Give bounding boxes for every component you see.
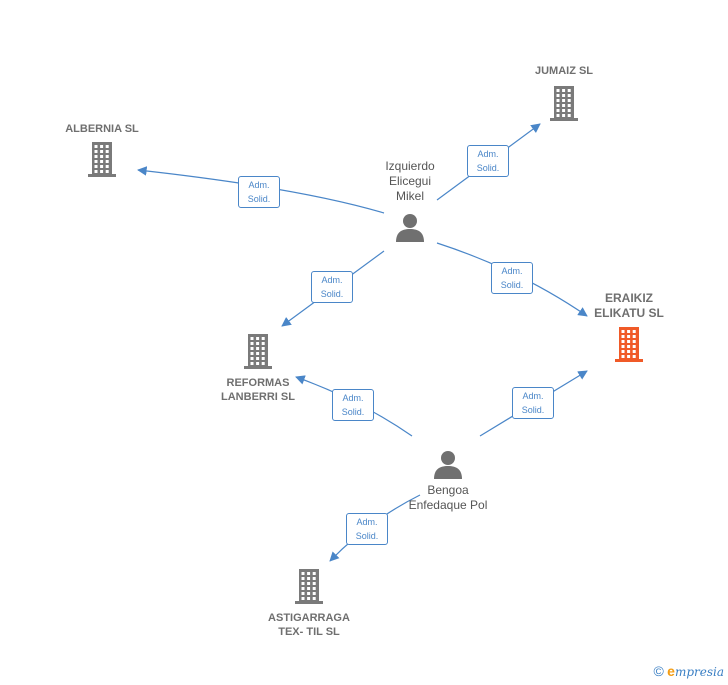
node-label-line-1: Izquierdo: [385, 159, 435, 173]
node-label-line-1: ERAIKIZ: [605, 291, 653, 305]
edge-label-line-2: Solid.: [320, 289, 344, 299]
node-izquierdo[interactable]: Izquierdo Elicegui Mikel: [362, 159, 458, 242]
node-label-line-2: TEX- TIL SL: [278, 626, 340, 638]
edge-label-line-1: Adm.: [522, 391, 544, 401]
node-label-line-1: REFORMAS: [226, 377, 290, 389]
node-label-line-3: Mikel: [395, 189, 424, 203]
edge-label-line-2: Solid.: [247, 194, 271, 204]
building-icon: [613, 327, 645, 363]
edge-label-line-2: Solid.: [521, 405, 545, 415]
copyright-symbol: ©: [653, 663, 664, 679]
edge-label-line-1: Adm.: [501, 266, 523, 276]
brand-logo-text: mpresia: [674, 665, 724, 679]
edge-label-line-1: Adm.: [477, 149, 499, 159]
node-label: ALBERNIA SL: [65, 123, 139, 135]
node-label-line-2: LANBERRI SL: [221, 391, 295, 403]
person-icon: [395, 212, 425, 242]
edge-label-line-1: Adm.: [321, 275, 343, 285]
building-icon: [86, 142, 118, 178]
building-icon: [293, 569, 325, 605]
node-label-line-2: Elicegui: [388, 174, 432, 188]
edge-label-izquierdo-eraikiz: Adm. Solid.: [491, 262, 533, 294]
edge-label-line-1: Adm.: [356, 517, 378, 527]
building-icon: [242, 334, 274, 370]
edge-label-bengoa-reformas: Adm. Solid.: [332, 389, 374, 421]
node-albernia[interactable]: ALBERNIA SL: [52, 122, 152, 178]
brand-logo-initial: e: [667, 663, 675, 679]
edge-izquierdo-albernia: [137, 166, 385, 214]
node-label-line-2: Enfedaque Pol: [408, 498, 488, 512]
footer-credit: © empresia: [653, 663, 724, 679]
edge-label-izquierdo-jumaiz: Adm. Solid.: [467, 145, 509, 177]
node-reformas[interactable]: REFORMAS LANBERRI SL: [206, 334, 310, 404]
edge-label-line-2: Solid.: [500, 280, 524, 290]
node-astigarraga[interactable]: ASTIGARRAGA TEX- TIL SL: [256, 569, 362, 639]
edge-label-izquierdo-albernia: Adm. Solid.: [238, 176, 280, 208]
node-label-line-2: ELIKATU SL: [594, 306, 664, 320]
edge-label-line-1: Adm.: [342, 393, 364, 403]
person-icon: [433, 449, 463, 479]
edge-label-line-1: Adm.: [248, 180, 270, 190]
edge-label-bengoa-astigarraga: Adm. Solid.: [346, 513, 388, 545]
node-eraikiz[interactable]: ERAIKIZ ELIKATU SL: [574, 291, 684, 363]
node-label: JUMAIZ SL: [534, 65, 594, 77]
node-label-line-1: Bengoa: [427, 483, 469, 497]
edge-label-line-2: Solid.: [355, 531, 379, 541]
node-jumaiz[interactable]: JUMAIZ SL: [514, 64, 614, 122]
node-label-line-1: ASTIGARRAGA: [268, 612, 350, 624]
node-bengoa[interactable]: Bengoa Enfedaque Pol: [390, 449, 506, 513]
edge-label-izquierdo-reformas: Adm. Solid.: [311, 271, 353, 303]
edge-label-bengoa-eraikiz: Adm. Solid.: [512, 387, 554, 419]
edge-label-line-2: Solid.: [341, 407, 365, 417]
edge-label-line-2: Solid.: [476, 163, 500, 173]
building-icon: [548, 86, 580, 122]
